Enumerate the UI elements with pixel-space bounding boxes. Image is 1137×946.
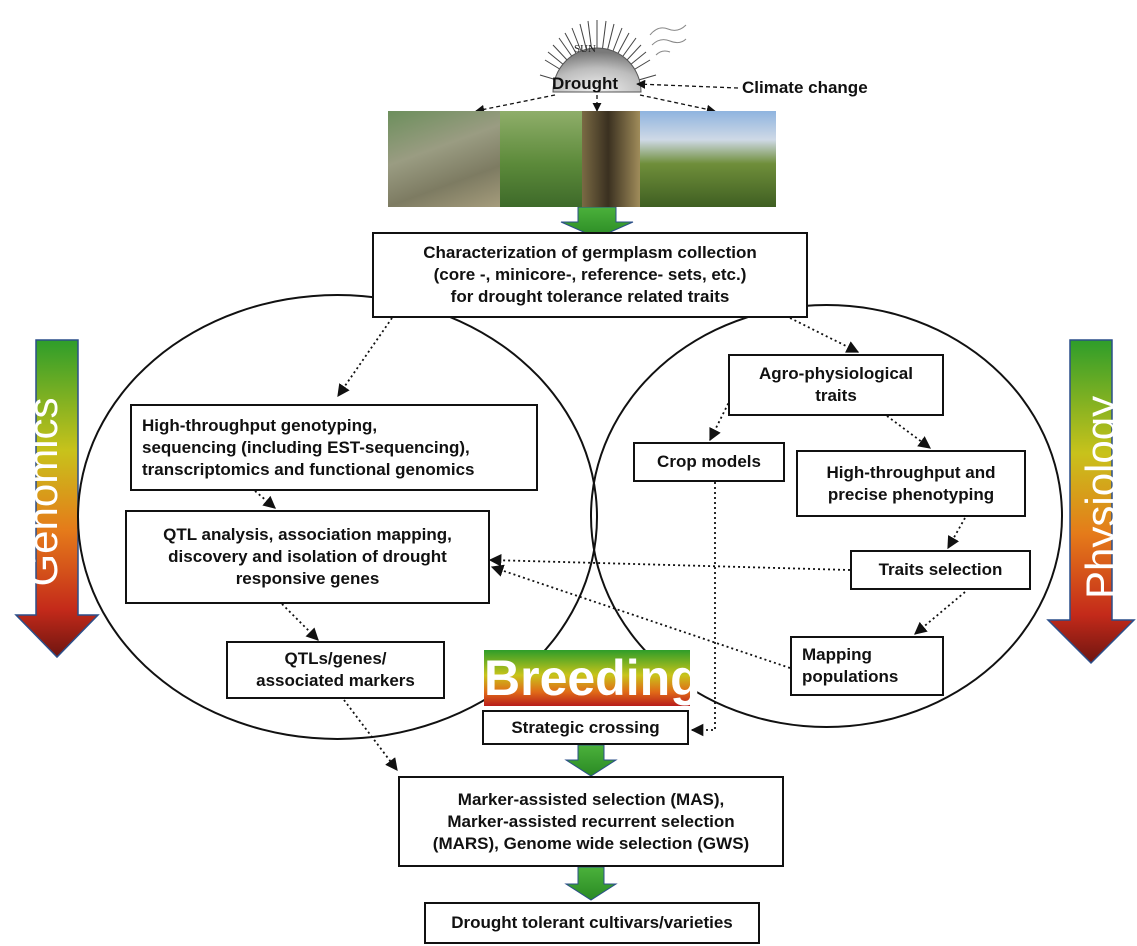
qtl-analysis-line-1: QTL analysis, association mapping,: [163, 525, 452, 544]
physiology-label: Physiology: [1077, 395, 1124, 599]
sun-icon: [539, 20, 687, 93]
arrow-drought-left: [475, 94, 556, 114]
agro-physiological-box: Agro-physiological traits: [728, 354, 944, 416]
qtls-genes-box: QTLs/genes/ associated markers: [226, 641, 445, 699]
qtl-analysis-line-3: responsive genes: [235, 569, 380, 588]
phenotyping-box: High-throughput and precise phenotyping: [796, 450, 1026, 517]
cultivars-text: Drought tolerant cultivars/varieties: [451, 913, 733, 932]
genomics-label: Genomics: [19, 397, 66, 587]
physiology-ellipse: [590, 304, 1063, 728]
genotyping-line-3: transcriptomics and functional genomics: [142, 459, 475, 479]
agro-line-2: traits: [815, 386, 857, 405]
characterization-line-1: Characterization of germplasm collection: [423, 243, 757, 262]
qtl-analysis-box: QTL analysis, association mapping, disco…: [125, 510, 490, 604]
mapping-line-1: Mapping: [802, 645, 872, 664]
genotyping-box: High-throughput genotyping, sequencing (…: [130, 404, 538, 491]
qtls-genes-line-1: QTLs/genes/: [284, 649, 387, 668]
traits-selection-text: Traits selection: [878, 560, 1003, 579]
qtl-analysis-line-2: discovery and isolation of drought: [168, 547, 447, 566]
drought-field-photos: [388, 111, 776, 207]
green-arrow-crossing-to-mas-icon: [564, 744, 618, 777]
dry-row-photo: [582, 111, 640, 207]
drought-label: Drought: [552, 74, 619, 93]
physiology-arrow: [1046, 339, 1136, 665]
breeding-label: Breeding: [484, 650, 701, 706]
mas-line-2: Marker-assisted recurrent selection: [447, 811, 735, 831]
mapping-populations-box: Mapping populations: [790, 636, 944, 696]
phenotyping-line-2: precise phenotyping: [827, 484, 995, 504]
agro-line-1: Agro-physiological: [759, 364, 913, 383]
green-arrow-down-icon: [560, 206, 634, 239]
climate-change-label: Climate change: [742, 78, 868, 97]
characterization-line-2: (core -, minicore-, reference- sets, etc…: [433, 265, 747, 284]
crop-models-box: Crop models: [633, 442, 785, 482]
arrow-climate-change: [636, 79, 739, 89]
crop-models-text: Crop models: [657, 452, 761, 471]
cracked-soil-photo: [388, 111, 500, 207]
genomics-arrow: [14, 339, 100, 659]
mas-line-3: (MARS), Genome wide selection (GWS): [432, 833, 750, 853]
phenotyping-line-1: High-throughput and: [826, 462, 996, 482]
arrow-drought-right: [639, 94, 716, 114]
field-sky-photo: [640, 111, 776, 207]
mas-line-1: Marker-assisted selection (MAS),: [457, 789, 725, 809]
green-crop-photo: [500, 111, 582, 207]
genotyping-line-1: High-throughput genotyping,: [142, 415, 378, 435]
characterization-line-3: for drought tolerance related traits: [450, 287, 730, 306]
strategic-crossing-text: Strategic crossing: [511, 717, 660, 737]
genotyping-line-2: sequencing (including EST-sequencing),: [142, 437, 470, 457]
qtls-genes-line-2: associated markers: [256, 671, 415, 690]
sun-label: SUN: [574, 43, 597, 55]
cultivars-box: Drought tolerant cultivars/varieties: [424, 902, 760, 944]
green-arrow-mas-to-cultivars-icon: [564, 866, 618, 901]
strategic-crossing-box: Strategic crossing: [482, 710, 689, 745]
characterization-box: Characterization of germplasm collection…: [372, 232, 808, 318]
mapping-line-2: populations: [802, 667, 899, 686]
traits-selection-box: Traits selection: [850, 550, 1031, 590]
mas-box: Marker-assisted selection (MAS), Marker-…: [398, 776, 784, 867]
